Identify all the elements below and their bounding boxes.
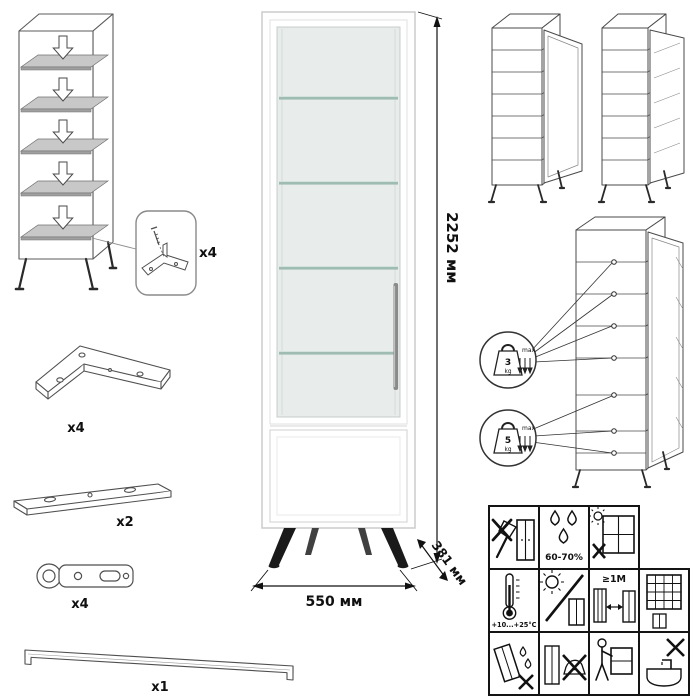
weight-icon	[501, 344, 515, 352]
width-dimension	[250, 569, 418, 592]
care-icon-no-iron	[538, 631, 590, 696]
door-open-diagram-left	[487, 13, 583, 204]
height-dimension	[410, 11, 443, 570]
callout-leader	[91, 237, 137, 250]
handle-part: x1	[24, 649, 294, 695]
handle-drawing	[24, 649, 294, 681]
hinge-drawing	[36, 563, 134, 589]
cabinet-legs	[571, 451, 671, 489]
load-unit: kg	[504, 447, 511, 453]
insert-arrows	[52, 35, 74, 230]
bottom-door-inset	[276, 436, 401, 516]
load-unit: kg	[504, 369, 511, 375]
carry-upright-icon	[595, 638, 633, 681]
shelf-installation-diagram: x4	[14, 13, 217, 296]
cabinet-legs	[268, 528, 409, 569]
bottom-door	[269, 429, 408, 523]
rail-drawing	[13, 483, 172, 516]
cabinet-legs	[487, 170, 566, 204]
load-value: 5	[505, 436, 511, 446]
wall-grid-icon	[646, 574, 682, 629]
open-door-hatched	[649, 29, 685, 184]
humidity-icon: 60-70%	[545, 509, 583, 563]
care-icon-no-wet-clean	[638, 631, 690, 696]
glass-shelves	[279, 96, 398, 355]
care-icon-no-sunlight	[538, 568, 590, 633]
open-door	[543, 29, 583, 184]
cabinet-wireframe	[491, 13, 583, 186]
temperature-icon: +10...+25°C	[491, 573, 537, 629]
glass-door	[276, 26, 401, 418]
load-value: 3	[505, 358, 511, 368]
care-icon-wall-grid	[638, 568, 690, 633]
cabinet-legs	[14, 240, 118, 291]
open-door	[647, 231, 684, 469]
depth-dimension	[417, 539, 448, 581]
fastener-detail-drawing	[141, 226, 189, 276]
load-note: max	[522, 347, 536, 354]
care-icon-no-spill	[488, 631, 540, 696]
cabinet-wireframe	[601, 13, 685, 186]
cabinet-wireframe	[575, 216, 684, 471]
care-icon-no-impact	[488, 505, 540, 570]
handle-qty: x1	[151, 680, 168, 695]
no-iron-icon	[544, 645, 587, 685]
shelf-markers	[611, 259, 617, 456]
leg-bracket-qty: x4	[67, 421, 84, 436]
care-icon-temperature: +10...+25°C	[488, 568, 540, 633]
leg-bracket-part: x4	[35, 345, 171, 436]
no-window-sun-icon	[590, 507, 635, 559]
door-open-diagram-right	[597, 13, 685, 204]
load-leader-lines	[530, 262, 613, 454]
main-cabinet-render: 2252 мм 550 мм 381 мм	[250, 11, 471, 610]
width-dimension-label: 550 мм	[306, 594, 363, 610]
no-wet-clean-icon	[646, 638, 685, 687]
hinge-part: x4	[36, 563, 134, 612]
load-limit-glass-shelf: 3 kg max	[479, 331, 537, 389]
down-arrows	[517, 358, 533, 375]
hinge-qty: x4	[71, 597, 88, 612]
no-spill-icon	[493, 643, 534, 690]
cabinet-legs	[597, 170, 672, 204]
rail-part: x2	[13, 483, 172, 530]
care-icon-carry-upright	[588, 631, 640, 696]
care-icon-heat-distance: ≥1M	[588, 568, 640, 633]
height-dimension-label: 2252 мм	[443, 212, 461, 284]
shelf-fastener-qty: x4	[199, 245, 217, 261]
down-arrows	[517, 436, 533, 453]
distance-label: ≥1M	[602, 574, 626, 585]
heat-distance-icon: ≥1M	[593, 574, 636, 623]
rail-qty: x2	[116, 515, 133, 530]
weight-icon	[501, 422, 515, 430]
shelves	[19, 54, 110, 241]
shelf-load-diagram: 3 kg max 5 kg max	[479, 216, 684, 489]
care-icon-humidity: 60-70%	[538, 505, 590, 570]
care-icon-no-window-sun	[588, 505, 640, 570]
no-impact-icon	[491, 518, 535, 561]
load-limit-lower-shelf: 5 kg max	[479, 409, 537, 467]
no-sunlight-icon	[540, 570, 585, 626]
humidity-label: 60-70%	[545, 553, 583, 563]
temperature-label: +10...+25°C	[491, 621, 536, 629]
leg-bracket-drawing	[35, 345, 171, 400]
load-note: max	[522, 425, 536, 432]
